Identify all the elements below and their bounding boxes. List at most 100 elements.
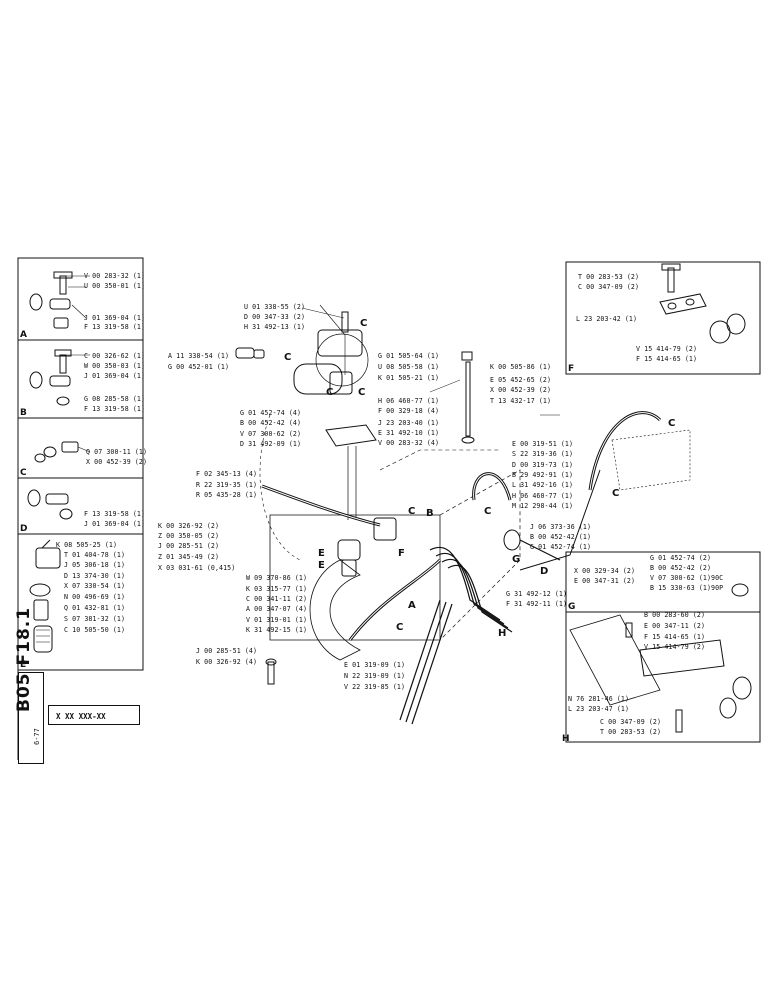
part-label: H 06 460-77 (1)	[378, 397, 440, 405]
part-label: J 00 285-51 (2)	[158, 542, 220, 550]
part-label: V 00 283-32 (1)	[84, 272, 146, 280]
callout-letter: C	[612, 488, 620, 499]
part-label: T 13 432-17 (1)	[490, 397, 552, 405]
panel-b-parts	[29, 349, 72, 406]
part-label: D 00 319-73 (1)	[512, 461, 574, 469]
part-label: V 07 300-62 (1)90C	[650, 574, 724, 582]
callout-letter: C	[326, 387, 334, 398]
part-label: A 00 347-07 (4)	[246, 605, 308, 613]
part-label: G 00 452-01 (1)	[168, 363, 230, 371]
part-label: F 02 345-13 (4)	[196, 470, 258, 478]
part-label: C 00 326-62 (1)	[84, 352, 146, 360]
part-label: S 22 319-36 (1)	[512, 450, 574, 458]
callout-letter: C	[396, 622, 404, 633]
panel-letter-b: B	[20, 408, 27, 418]
part-label: K 08 505-25 (1)	[56, 541, 118, 549]
part-label: L 23 203-47 (1)	[568, 705, 630, 713]
part-label: N 76 281-46 (1)	[568, 695, 630, 703]
part-label: Z 01 345-49 (2)	[158, 553, 220, 561]
callout-letter: E	[318, 548, 325, 559]
part-label: G 31 492-12 (1)	[506, 590, 568, 598]
part-label: D 31 492-09 (1)	[240, 440, 302, 448]
callout-letter: C	[484, 506, 492, 517]
part-label: G 01 452-74 (4)	[240, 409, 302, 417]
part-label: K 01 505-21 (1)	[378, 374, 440, 382]
part-label: J 01 369-04 (1)	[84, 372, 146, 380]
callout-letter: H	[498, 628, 507, 639]
part-label: K 00 326-92 (4)	[196, 658, 258, 666]
part-label: F 15 414-65 (1)	[636, 355, 698, 363]
callout-letter: C	[358, 387, 366, 398]
part-label: K 00 326-92 (2)	[158, 522, 220, 530]
part-label: B 00 283-60 (2)	[644, 611, 706, 619]
part-label: Z 00 350-05 (2)	[158, 532, 220, 540]
part-label: B 00 452-42 (2)	[650, 564, 712, 572]
part-label: H 06 460-77 (1)	[512, 492, 574, 500]
callout-letter: C	[408, 506, 416, 517]
part-label: N 22 319-09 (1)	[344, 672, 406, 680]
part-label: E 00 319-51 (1)	[512, 440, 574, 448]
panel-letter-h: H	[562, 734, 570, 744]
part-label: K 03 315-77 (1)	[246, 585, 308, 593]
part-label: D 13 374-30 (1)	[64, 572, 126, 580]
part-label: L 23 203-42 (1)	[576, 315, 638, 323]
panel-letter-g: G	[568, 602, 576, 612]
part-label: K 00 505-86 (1)	[490, 363, 552, 371]
part-label: T 00 283-53 (2)	[600, 728, 662, 736]
panel-letter-c: C	[20, 468, 27, 478]
part-label: F 00 329-18 (4)	[378, 407, 440, 415]
part-label: X 07 330-54 (1)	[64, 582, 126, 590]
callout-letter: C	[284, 352, 292, 363]
part-label: X 00 329-34 (2)	[574, 567, 636, 575]
part-label: F 13 319-58 (1)	[84, 510, 146, 518]
part-label: J 23 203-40 (1)	[378, 419, 440, 427]
reference-box	[48, 705, 140, 725]
part-label: E 31 492-10 (1)	[378, 429, 440, 437]
part-label: T 00 283-53 (2)	[578, 273, 640, 281]
panel-letter-f: F	[568, 364, 575, 374]
part-label: X 00 452-39 (2)	[86, 458, 148, 466]
part-label: R 22 319-35 (1)	[196, 481, 258, 489]
part-label: V 00 283-32 (4)	[378, 439, 440, 447]
part-label: L 31 492-16 (1)	[512, 481, 574, 489]
callout-letter: B	[426, 508, 434, 519]
part-label: U 08 505-58 (1)	[378, 363, 440, 371]
part-label: E 00 347-11 (2)	[644, 622, 706, 630]
part-label: E 05 452-65 (2)	[490, 376, 552, 384]
part-label: W 09 370-86 (1)	[246, 574, 308, 582]
part-label: K 31 492-15 (1)	[246, 626, 308, 634]
callout-letter: F	[398, 548, 405, 559]
part-label: U 00 350-01 (1)	[84, 282, 146, 290]
part-label: J 00 285-51 (4)	[196, 647, 258, 655]
callout-letter: A	[408, 600, 416, 611]
part-label: D 00 347-33 (2)	[244, 313, 306, 321]
part-label: T 01 404-78 (1)	[64, 551, 126, 559]
part-label: X 00 452-39 (2)	[490, 386, 552, 394]
part-label: W 00 350-03 (1)	[84, 362, 146, 370]
part-label: Q 01 432-81 (1)	[64, 604, 126, 612]
part-label: G 01 505-64 (1)	[378, 352, 440, 360]
part-label: A 11 338-54 (1)	[168, 352, 230, 360]
part-label: M 12 298-44 (1)	[512, 502, 574, 510]
part-label: V 01 319-01 (1)	[246, 616, 308, 624]
panel-d-parts	[27, 489, 73, 520]
part-label: C 10 505-50 (1)	[64, 626, 126, 634]
part-label: F 31 492-11 (1)	[506, 600, 568, 608]
part-label: V 22 319-85 (1)	[344, 683, 406, 691]
part-label: C 00 341-11 (2)	[246, 595, 308, 603]
panel-letter-e: E	[20, 660, 27, 670]
part-label: V 15 414-79 (2)	[636, 345, 698, 353]
part-label: J 05 306-18 (1)	[64, 561, 126, 569]
part-label: C 00 347-09 (2)	[600, 718, 662, 726]
part-label: B 29 492-91 (1)	[512, 471, 574, 479]
main-assembly	[235, 304, 691, 725]
part-label: S 07 381-32 (1)	[64, 615, 126, 623]
part-label: B 15 330-63 (1)90P	[650, 584, 724, 592]
part-label: B 00 452-42 (4)	[240, 419, 302, 427]
part-label: G 01 452-74 (1)	[530, 543, 592, 551]
part-label: G 01 452-74 (2)	[650, 554, 712, 562]
part-label: U 01 338-55 (2)	[244, 303, 306, 311]
callout-letter: C	[360, 318, 368, 329]
